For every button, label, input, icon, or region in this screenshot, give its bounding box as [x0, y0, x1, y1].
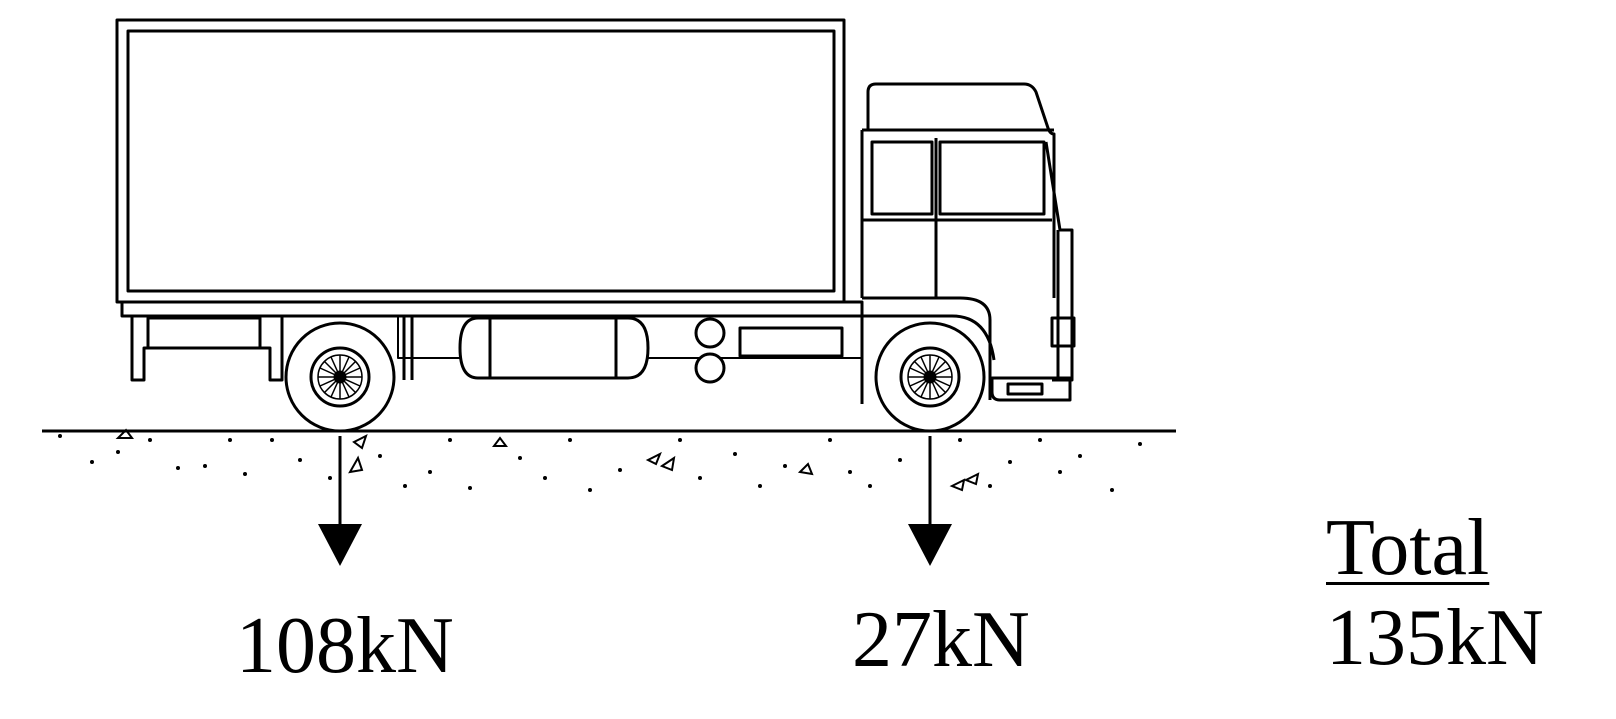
total-load-value: 135kN	[1326, 594, 1544, 682]
rear-axle-load-label: 108kN	[236, 602, 454, 690]
ground-pebbles	[115, 428, 980, 492]
rear-wheel	[284, 321, 396, 433]
front-bumper	[990, 376, 1072, 402]
cargo-box	[115, 18, 862, 304]
front-wheel	[874, 321, 986, 433]
fuel-tank	[458, 316, 650, 380]
battery-box	[738, 326, 844, 358]
rear-axle-load-arrow	[318, 436, 362, 566]
total-heading: Total	[1326, 504, 1490, 592]
air-tank-lower	[694, 352, 726, 384]
cab	[860, 82, 1076, 404]
cab-side-window	[870, 140, 934, 216]
front-axle-load-label: 27kN	[852, 596, 1030, 684]
front-axle-load-arrow	[908, 436, 952, 566]
air-tank-upper	[694, 317, 726, 349]
ground-texture	[58, 434, 1142, 492]
cab-door-window	[938, 140, 1046, 216]
